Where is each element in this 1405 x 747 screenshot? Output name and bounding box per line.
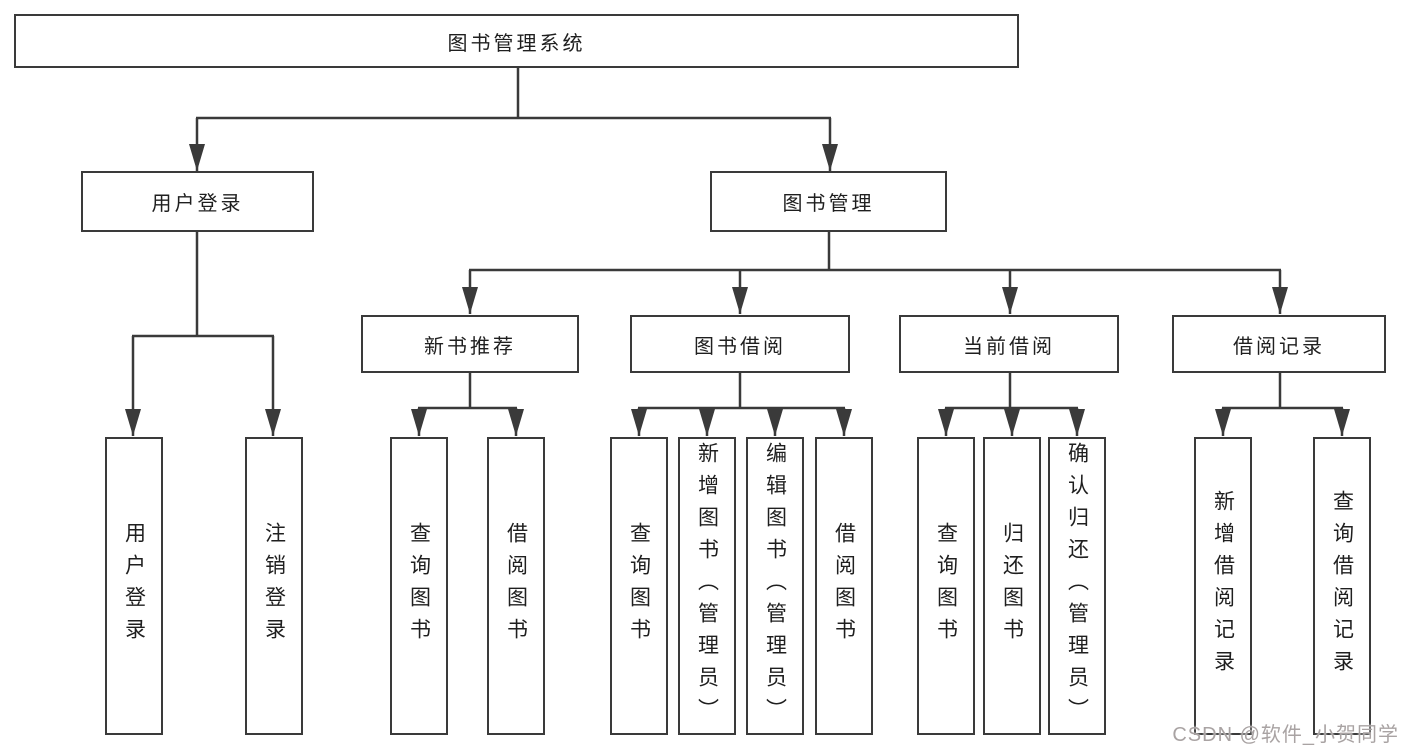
leaf-confirm-return-admin: 确认归还（管理员） [1048, 437, 1106, 735]
leaf-add-books-admin: 新增图书（管理员） [678, 437, 736, 735]
leaf-query-books-borrow: 查询图书 [610, 437, 668, 735]
node-book-management: 图书管理 [710, 171, 947, 232]
leaf-label: 查询图书 [934, 522, 958, 650]
leaf-label: 借阅图书 [504, 522, 528, 650]
leaf-query-books-newbook: 查询图书 [390, 437, 448, 735]
connector-borrowrecord-bus [1222, 373, 1343, 410]
node-book-management-system: 图书管理系统 [14, 14, 1019, 68]
leaf-label: 注销登录 [262, 522, 286, 650]
leaf-label: 查询借阅记录 [1330, 490, 1354, 682]
node-current-borrowing: 当前借阅 [899, 315, 1119, 373]
leaf-borrow-books-newbook: 借阅图书 [487, 437, 545, 735]
leaf-label: 确认归还（管理员） [1065, 442, 1089, 730]
leaf-label: 借阅图书 [832, 522, 856, 650]
connector-bookmgmt-bus [469, 232, 1281, 272]
leaf-query-books-current: 查询图书 [917, 437, 975, 735]
connector-userlogin-bus [132, 232, 274, 338]
leaf-label: 编辑图书（管理员） [763, 442, 787, 730]
connector-bookborrow-bus [638, 373, 845, 410]
leaf-logout: 注销登录 [245, 437, 303, 735]
leaf-label: 新增图书（管理员） [695, 442, 719, 730]
leaf-label: 查询图书 [407, 522, 431, 650]
node-new-book-recommend: 新书推荐 [361, 315, 579, 373]
leaf-label: 查询图书 [627, 522, 651, 650]
leaf-query-borrow-record: 查询借阅记录 [1313, 437, 1371, 735]
connector-newbook-bus [418, 373, 517, 410]
connector-currentborrow-bus [945, 373, 1078, 410]
leaf-user-login: 用户登录 [105, 437, 163, 735]
leaf-label: 用户登录 [122, 522, 146, 650]
leaf-return-books: 归还图书 [983, 437, 1041, 735]
node-borrowing-records: 借阅记录 [1172, 315, 1386, 373]
leaf-label: 归还图书 [1000, 522, 1024, 650]
leaf-add-borrow-record: 新增借阅记录 [1194, 437, 1252, 735]
leaf-label: 新增借阅记录 [1211, 490, 1235, 682]
csdn-watermark: CSDN @软件_小贺同学 [1172, 724, 1399, 746]
node-user-login: 用户登录 [81, 171, 314, 232]
connector-root-bus [196, 68, 831, 120]
leaf-edit-books-admin: 编辑图书（管理员） [746, 437, 804, 735]
node-book-borrowing: 图书借阅 [630, 315, 850, 373]
leaf-borrow-books-borrow: 借阅图书 [815, 437, 873, 735]
